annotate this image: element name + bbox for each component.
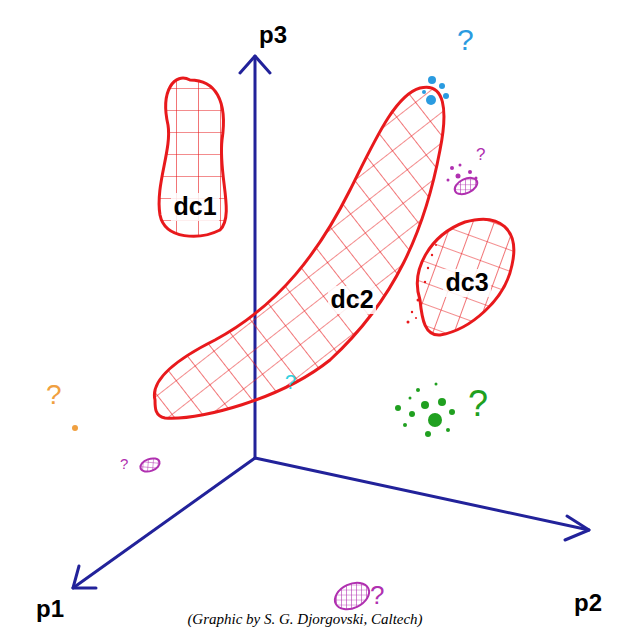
question-mark: ? [46,380,62,409]
question-mark: ? [370,582,384,609]
question-mark: ? [120,456,128,472]
axis-label: p3 [259,22,287,47]
blob-path [154,87,444,418]
cluster-blob: dc1 [150,68,236,244]
credit-caption: (Graphic by S. G. Djorgovski, Caltech) [187,611,422,628]
blob-outline [148,80,450,424]
axis-lines [73,56,589,588]
purple-small-blob [139,456,162,474]
axis-label: p1 [36,596,64,621]
question-mark: ? [285,372,296,393]
question-mark: ? [476,146,485,164]
question-mark: ? [468,385,488,423]
cluster-blob: dc2 [148,80,450,424]
cluster-blob: dc3 [412,210,522,342]
blob-path [159,78,226,236]
cluster-label: dc3 [443,269,490,297]
purple-cluster [447,164,480,198]
axis-label: p2 [574,590,602,615]
cluster-label: dc1 [171,193,218,221]
cluster-label: dc2 [328,286,375,314]
question-mark: ? [457,24,474,56]
green-dots [395,383,455,438]
blob-path [417,219,513,335]
orange-dot [72,425,78,431]
purple-bottom-blob [331,578,374,615]
